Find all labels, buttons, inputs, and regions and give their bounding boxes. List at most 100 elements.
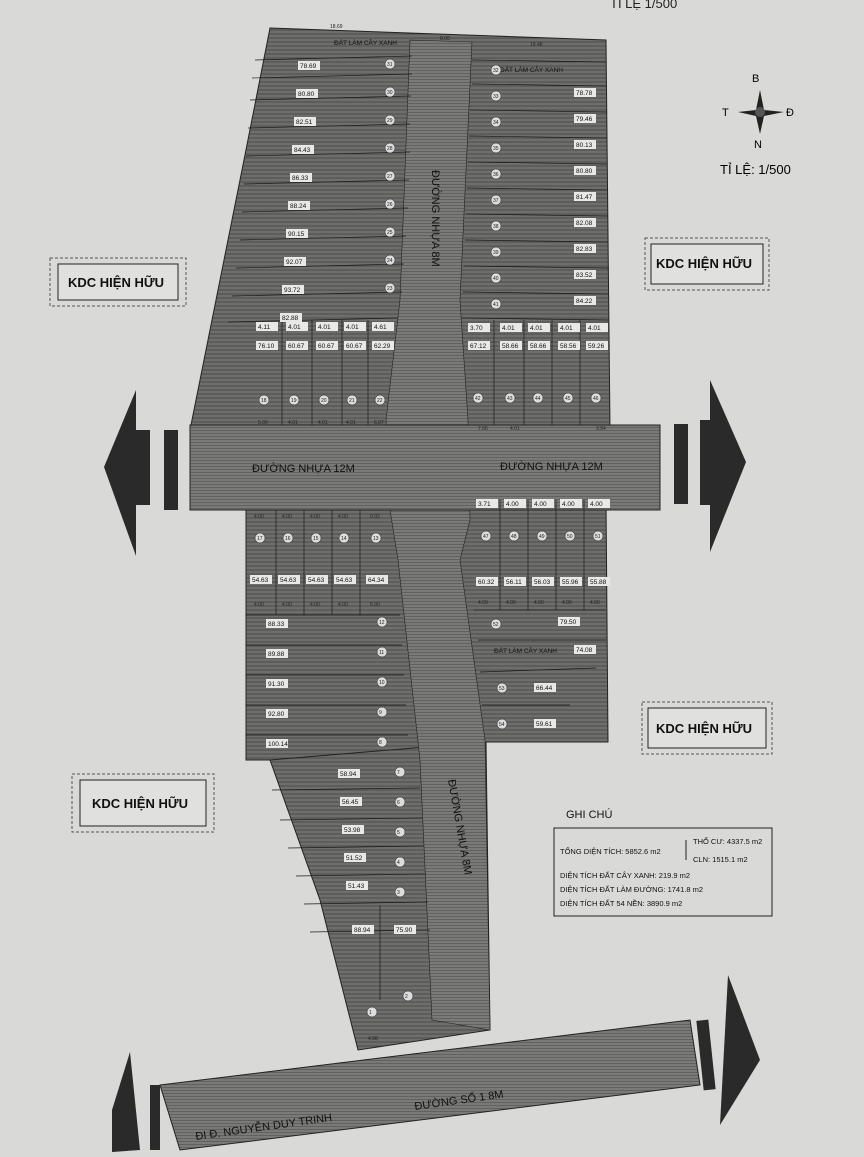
lot-area-tl-8: 93.72 xyxy=(284,287,301,294)
lot-num-bottom-1: 1 xyxy=(369,1010,372,1016)
lot-width-mrr-2-box xyxy=(532,499,554,508)
lot-num-mlr-1: 16 xyxy=(285,536,291,542)
lot-num-mrr-4-marker xyxy=(592,530,604,542)
kdc-label: KDC HIỆN HỮU xyxy=(656,721,752,736)
lot-area-bl-3-box xyxy=(344,853,366,862)
lot-area-trr-4: 59.26 xyxy=(588,343,605,350)
lot-area-mlr-0: 54.63 xyxy=(252,577,269,584)
lot-lines xyxy=(227,55,610,1000)
arrow-left-icon xyxy=(104,390,150,556)
lot-area-tl-0: 78.69 xyxy=(300,63,317,70)
lot-area-bl-3: 51.52 xyxy=(346,855,363,862)
lot-area-tlr-0-box xyxy=(256,341,278,350)
lot-num-tlr-3-marker xyxy=(346,394,358,406)
lot-area-bl-1: 56.45 xyxy=(342,799,359,806)
lot-area-trr-0-box xyxy=(468,341,490,350)
lot-num-mre-0-marker xyxy=(496,682,508,694)
lot-num-bl-2: 5 xyxy=(397,830,400,836)
lot-area-mre-0: 66.44 xyxy=(536,685,553,692)
lot-num-tl-6-marker xyxy=(384,226,396,238)
lot-area-52: 79.50 xyxy=(560,619,577,626)
lot-area-tl-9-box xyxy=(280,313,302,322)
lot-area-ml-1: 89.88 xyxy=(268,651,285,658)
lot-num-trr-3: 45 xyxy=(565,396,571,402)
lot-width-mlr-2: 4.00 xyxy=(310,514,320,520)
lot-area-mrr-2: 56.03 xyxy=(534,579,551,586)
lot-bottom-mrr-0: 4.09 xyxy=(478,600,488,606)
lot-num-mlr-1-marker xyxy=(282,532,294,544)
lot-num-ml-0: 12 xyxy=(379,620,385,626)
lot-num-trr-2-marker xyxy=(532,392,544,404)
lot-area-bl-4: 51.43 xyxy=(348,883,365,890)
lot-width-mlr-0: 4.00 xyxy=(254,514,264,520)
lot-area-mrr-4-box xyxy=(588,577,610,586)
lot-num-tl-8: 23 xyxy=(387,286,393,292)
lot-area-tlr-4: 62.29 xyxy=(374,343,391,350)
lot-area-tr-4-box xyxy=(574,192,596,201)
lot-num-tl-2: 29 xyxy=(387,118,393,124)
lot-area-ml-1-box xyxy=(266,649,288,658)
lot-width-tlr-1: 4.01 xyxy=(288,324,301,331)
lot-area-tl-9: 82.88 xyxy=(282,315,299,322)
lot-bottom-tlr-0: 5.00 xyxy=(258,420,268,426)
lot-area-trr-3: 58.56 xyxy=(560,343,577,350)
lot-num-ml-2-marker xyxy=(376,676,388,688)
lot-area-bottom-left-box xyxy=(352,925,374,934)
lot-area-tl-3: 84.43 xyxy=(294,147,311,154)
lot-area-ml-3-box xyxy=(266,709,288,718)
lot-num-tr-3-marker xyxy=(490,142,502,154)
lot-num-mrr-1: 48 xyxy=(511,534,517,540)
lot-width-tlr-1-box xyxy=(286,322,308,331)
edge-bottom-left: 4.98 xyxy=(368,1036,378,1042)
lot-area-tr-6: 82.83 xyxy=(576,246,593,253)
lot-area-tr-8-box xyxy=(574,296,596,305)
legend-green: DIỆN TÍCH ĐẤT CÂY XANH: 219.9 m2 xyxy=(560,870,690,880)
lot-num-trr-0-marker xyxy=(472,392,484,404)
lot-area-ml-2: 91.30 xyxy=(268,681,285,688)
lot-num-tlr-0-marker xyxy=(258,394,270,406)
lot-num-tr-1-marker xyxy=(490,90,502,102)
lot-area-ml-0-box xyxy=(266,619,288,628)
lot-area-52-box xyxy=(558,617,580,626)
lot-num-tlr-2: 20 xyxy=(321,398,327,404)
lot-area-tr-1: 79.46 xyxy=(576,116,593,123)
green-mid-right: ĐẤT LÀM CÂY XANH xyxy=(494,645,557,655)
lot-area-mlr-1: 54.63 xyxy=(280,577,297,584)
lot-num-mrr-0: 47 xyxy=(483,534,489,540)
lot-width-mrr-3-box xyxy=(560,499,582,508)
lot-num-trr-4-marker xyxy=(590,392,602,404)
lot-area-mlr-2: 54.63 xyxy=(308,577,325,584)
lot-area-tr-6-box xyxy=(574,244,596,253)
kdc-label: KDC HIỆN HỮU xyxy=(656,256,752,271)
compass-east-label: Đ xyxy=(786,107,794,119)
lot-area-mlr-1-box xyxy=(278,575,300,584)
lot-width-mrr-4-box xyxy=(588,499,610,508)
lot-area-tl-6-box xyxy=(286,229,308,238)
lot-area-tl-1: 80.80 xyxy=(298,91,315,98)
lot-bottom-tlr-2: 4.01 xyxy=(318,420,328,426)
lot-area-tl-5-box xyxy=(288,201,310,210)
lot-num-tl-0: 31 xyxy=(387,62,393,68)
lot-bottom-mrr-4: 4.00 xyxy=(590,600,600,606)
lot-area-tl-2: 82.51 xyxy=(296,119,313,126)
lot-area-tlr-3: 60.67 xyxy=(346,343,363,350)
lot-bottom-mrr-1: 4.00 xyxy=(506,600,516,606)
lot-area-mre-1: 59.61 xyxy=(536,721,553,728)
lot-width-trr-2: 4.01 xyxy=(530,325,543,332)
lot-num-mlr-4-marker xyxy=(370,532,382,544)
lot-area-tr-1-box xyxy=(574,114,596,123)
green-top-right: ĐẤT LÀM CÂY XANH xyxy=(500,64,563,74)
lot-area-tl-5: 88.24 xyxy=(290,203,307,210)
lot-num-trr-1-marker xyxy=(504,392,516,404)
lot-num-tr-9: 41 xyxy=(493,302,499,308)
lot-num-tr-1: 33 xyxy=(493,94,499,100)
lot-area-bl-0: 58.94 xyxy=(340,771,357,778)
lot-num-tlr-1: 19 xyxy=(291,398,297,404)
lot-area-mrr-0-box xyxy=(476,577,498,586)
lot-width-trr-4: 4.01 xyxy=(588,325,601,332)
lot-area-tlr-3-box xyxy=(344,341,366,350)
lot-bottom-trr-1: 4.01 xyxy=(510,426,520,432)
lot-area-bl-2-box xyxy=(342,825,364,834)
